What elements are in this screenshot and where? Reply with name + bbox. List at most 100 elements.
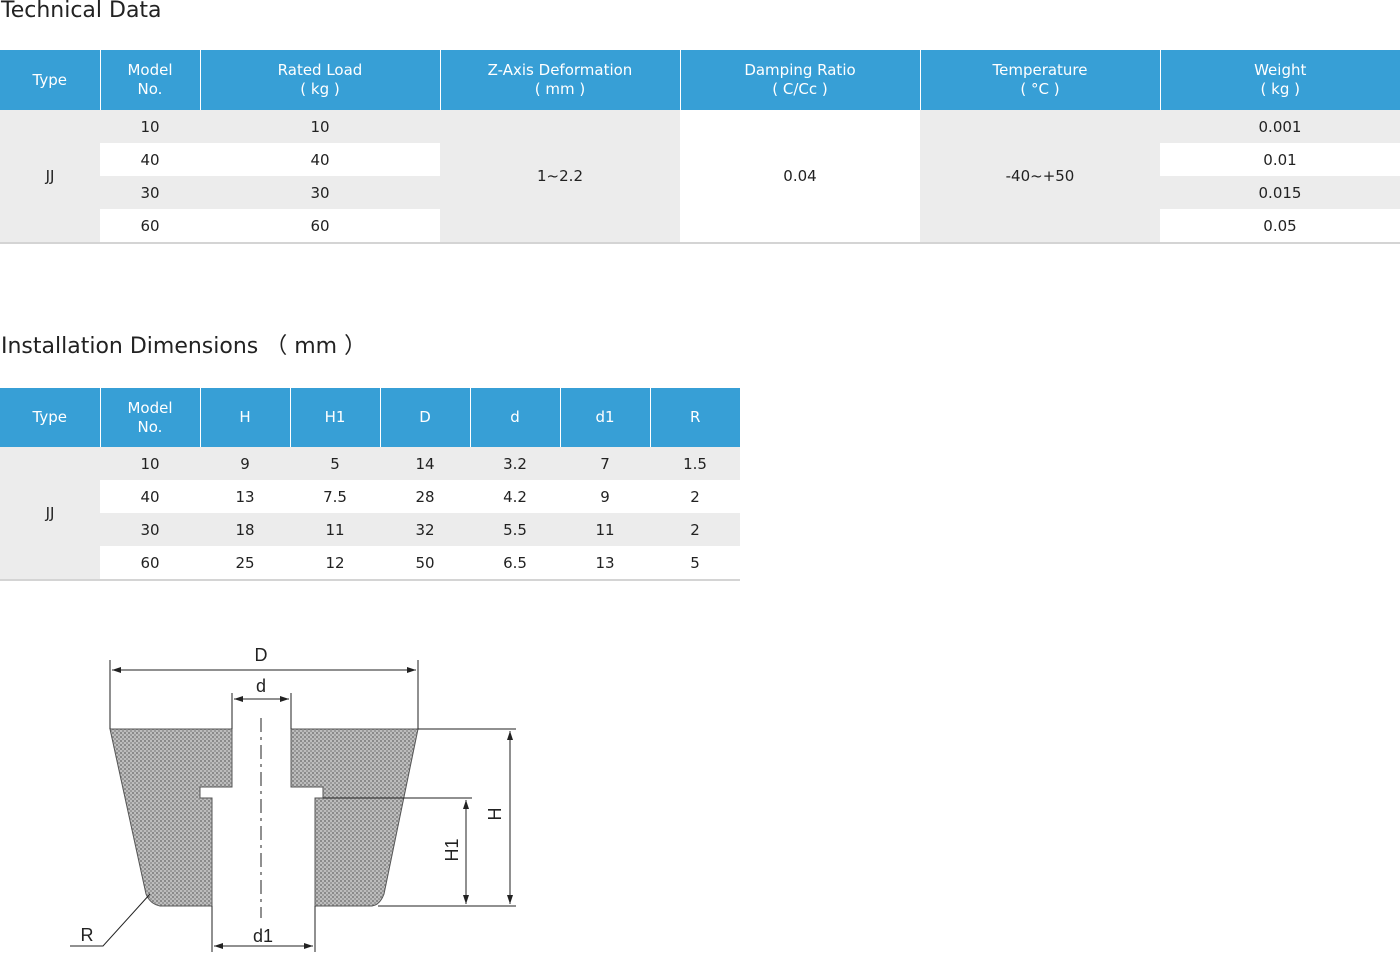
dimension-cell: 3.2 <box>470 447 560 480</box>
column-header: Type <box>0 388 100 447</box>
column-header-line: Type <box>32 70 67 89</box>
column-header-line: Temperature <box>992 61 1088 79</box>
column-header-line: No. <box>137 80 163 98</box>
temperature-cell: -40~+50 <box>920 110 1160 244</box>
column-header-line: R <box>690 408 701 426</box>
column-header-line: Model <box>127 61 173 79</box>
rated-load-cell: 30 <box>200 176 440 209</box>
dimension-cell: 2 <box>650 480 740 513</box>
rubber-body <box>109 728 419 907</box>
dimension-cell: 5 <box>290 447 380 480</box>
column-header: Type <box>0 50 100 110</box>
label-H: H <box>485 808 505 821</box>
column-header-line: Rated Load <box>277 61 363 79</box>
column-header: Temperature( °C ) <box>919 50 1160 110</box>
R-leader-line <box>70 893 151 947</box>
dimension-cell: 28 <box>380 480 470 513</box>
column-header: H <box>199 388 290 447</box>
dimension-cell: 25 <box>200 546 290 581</box>
column-header-line: ( kg ) <box>300 80 340 98</box>
column-header: Rated Load( kg ) <box>199 50 440 110</box>
damping-cell: 0.04 <box>680 110 920 244</box>
dimension-cell: 9 <box>200 447 290 480</box>
column-header: d1 <box>559 388 650 447</box>
label-d: d <box>256 676 266 696</box>
dimension-cell: 7.5 <box>290 480 380 513</box>
column-header: Weight( kg ) <box>1159 50 1400 110</box>
dimension-cell: 7 <box>560 447 650 480</box>
weight-cell: 0.05 <box>1160 209 1400 244</box>
dimension-cell: 4.2 <box>470 480 560 513</box>
column-header-line: ( C/Cc ) <box>772 80 828 98</box>
dimension-cell: 30 <box>100 513 200 546</box>
column-header-line: Damping Ratio <box>744 61 856 79</box>
dimension-cell: 9 <box>560 480 650 513</box>
column-header: H1 <box>289 388 380 447</box>
dimension-cell: 2 <box>650 513 740 546</box>
dimension-cell: 40 <box>100 480 200 513</box>
column-header-line: Z-Axis Deformation <box>487 61 633 79</box>
dimension-cell: 6.5 <box>470 546 560 581</box>
dimension-cell: 14 <box>380 447 470 480</box>
column-header-line: No. <box>137 417 163 436</box>
column-header: Z-Axis Deformation( mm ) <box>439 50 680 110</box>
rated-load-cell: 10 <box>200 110 440 143</box>
column-header-line: H1 <box>324 408 346 426</box>
label-H1: H1 <box>442 838 462 861</box>
weight-cell: 0.015 <box>1160 176 1400 209</box>
weight-cell: 0.001 <box>1160 110 1400 143</box>
dimension-cell: 18 <box>200 513 290 546</box>
column-header: D <box>379 388 470 447</box>
type-cell: JJ <box>0 110 100 244</box>
column-header-line: ( kg ) <box>1260 80 1300 98</box>
dimension-cell: 13 <box>560 546 650 581</box>
installation-dimensions-title: Installation Dimensions （ mm ） <box>1 334 367 359</box>
model-cell: 30 <box>100 176 200 209</box>
dimension-cell: 1.5 <box>650 447 740 480</box>
dimension-cell: 13 <box>200 480 290 513</box>
label-R: R <box>81 925 94 945</box>
column-header: d <box>469 388 560 447</box>
weight-cell: 0.01 <box>1160 143 1400 176</box>
dimension-cell: 32 <box>380 513 470 546</box>
dimension-cell: 60 <box>100 546 200 581</box>
column-header-line: ( °C ) <box>1020 80 1060 98</box>
column-header-line: ( mm ) <box>534 80 586 98</box>
model-cell: 60 <box>100 209 200 244</box>
label-d1: d1 <box>253 926 273 946</box>
column-header-line: D <box>419 408 431 426</box>
dimension-cell: 50 <box>380 546 470 581</box>
label-D: D <box>255 645 268 665</box>
dimension-cell: 11 <box>290 513 380 546</box>
column-header-line: Weight <box>1254 61 1307 79</box>
dimension-cell: 5.5 <box>470 513 560 546</box>
dimension-cell: 12 <box>290 546 380 581</box>
technical-data-title: Technical Data <box>1 0 162 23</box>
column-header: R <box>649 388 740 447</box>
dimension-cell: 5 <box>650 546 740 581</box>
model-cell: 10 <box>100 110 200 143</box>
column-header-line: d <box>510 408 520 426</box>
rated-load-cell: 60 <box>200 209 440 244</box>
column-header: Damping Ratio( C/Cc ) <box>679 50 920 110</box>
column-header-line: Type <box>32 408 67 426</box>
dimension-cell: 10 <box>100 447 200 480</box>
column-header-line: Model <box>127 398 173 417</box>
model-cell: 40 <box>100 143 200 176</box>
rated-load-cell: 40 <box>200 143 440 176</box>
deformation-cell: 1~2.2 <box>440 110 680 244</box>
column-header-line: H <box>239 408 251 426</box>
